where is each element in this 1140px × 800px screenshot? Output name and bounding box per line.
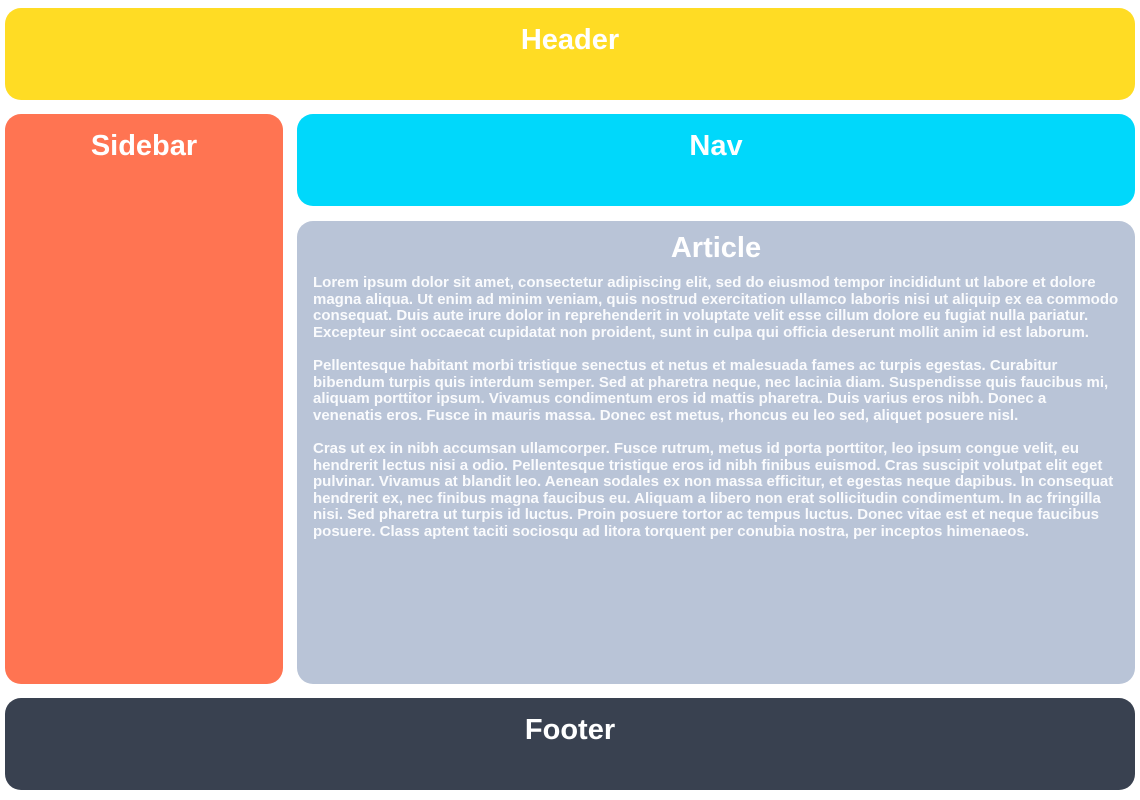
article-title: Article [670, 232, 762, 264]
article: Article Lorem ipsum dolor sit amet, cons… [297, 221, 1135, 684]
nav-bar: Nav [297, 114, 1135, 206]
sidebar-title: Sidebar [90, 130, 198, 162]
page-header: Header [5, 8, 1135, 100]
article-paragraph: Cras ut ex in nibh accumsan ullamcorper.… [313, 440, 1114, 540]
main-column: Nav Article Lorem ipsum dolor sit amet, … [297, 114, 1135, 684]
nav-title: Nav [689, 130, 743, 162]
middle-row: Sidebar Nav Article Lorem ipsum dolor si… [5, 114, 1135, 684]
article-paragraph: Lorem ipsum dolor sit amet, consectetur … [313, 274, 1119, 341]
footer-title: Footer [524, 714, 616, 746]
sidebar: Sidebar [5, 114, 283, 684]
header-title: Header [520, 24, 620, 56]
article-paragraph: Pellentesque habitant morbi tristique se… [313, 357, 1109, 424]
page-footer: Footer [5, 698, 1135, 790]
